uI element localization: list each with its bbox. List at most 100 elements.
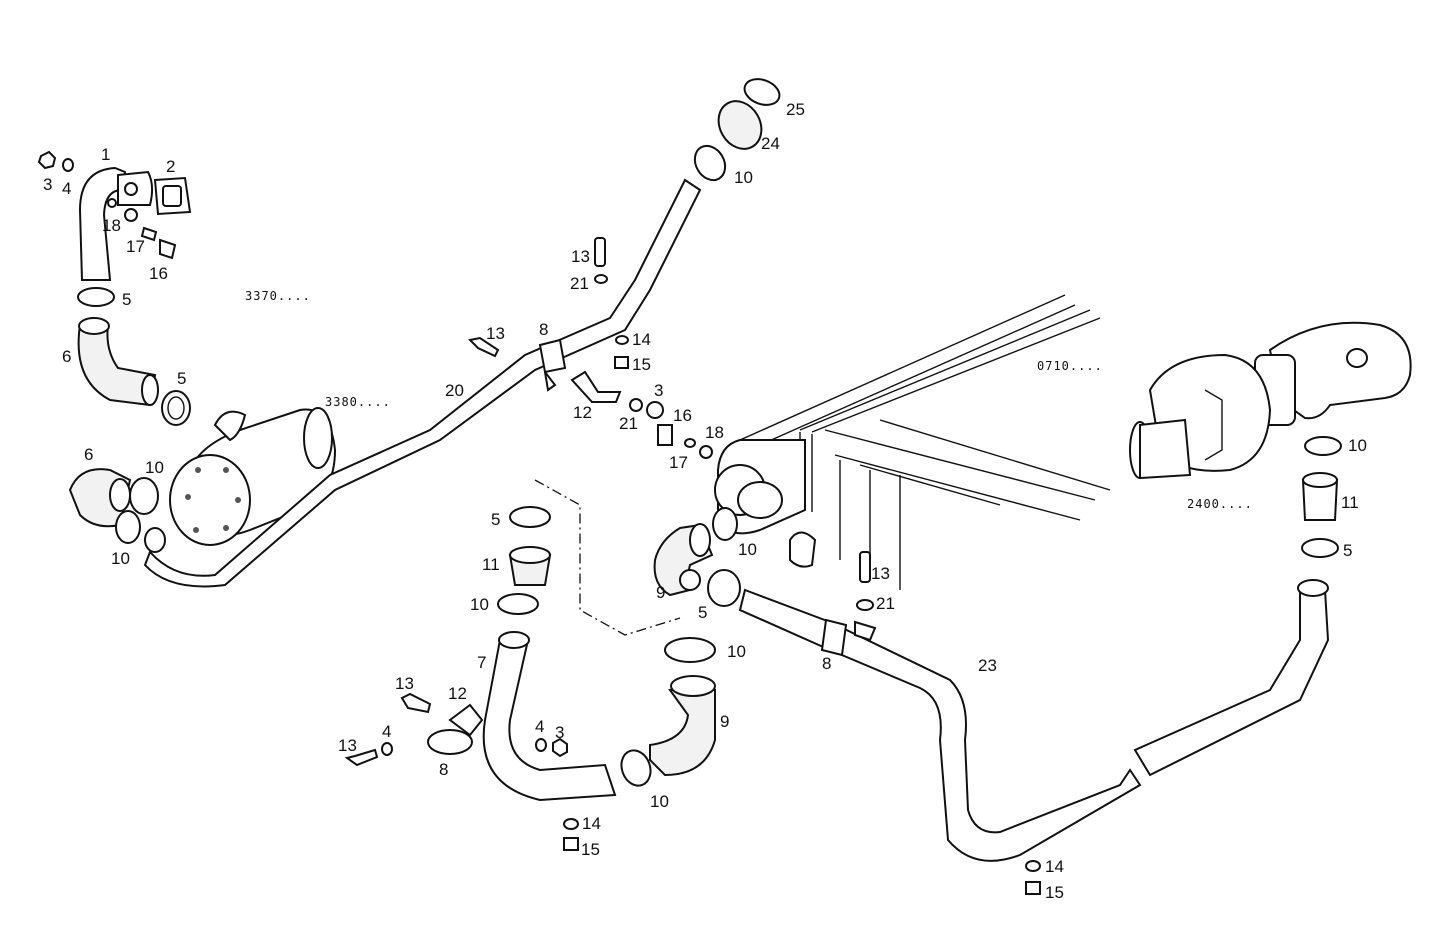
callout-15: 15 (1045, 883, 1064, 902)
dashed-reference-outline (534, 479, 681, 636)
ref-0710: 0710.... (1037, 359, 1103, 373)
callout-3: 3 (654, 381, 663, 400)
hose-elbow-6-lower (68, 468, 132, 528)
callout-6: 6 (62, 347, 71, 366)
clamp-5-left-mid (161, 390, 191, 426)
callout-10: 10 (734, 168, 753, 187)
callout-12: 12 (448, 684, 467, 703)
ref-3370: 3370.... (245, 289, 311, 303)
exhaust-elbow-1 (78, 166, 154, 281)
bracket-8-lower (820, 618, 877, 657)
bolt-13-lower-b (344, 742, 393, 767)
callout-5: 5 (698, 603, 707, 622)
callout-10: 10 (470, 595, 489, 614)
callout-9: 9 (720, 712, 729, 731)
clamps-near-engine (707, 507, 741, 607)
clamp-8-lower (427, 729, 473, 755)
callout-4: 4 (382, 722, 391, 741)
callout-21: 21 (570, 274, 589, 293)
callout-2: 2 (166, 157, 175, 176)
clamp-10-mid (497, 593, 539, 615)
callout-17: 17 (669, 453, 688, 472)
callout-18: 18 (102, 216, 121, 235)
callout-25: 25 (786, 100, 805, 119)
callout-18: 18 (705, 423, 724, 442)
clamp-5-right (1301, 538, 1339, 558)
sleeve-11-mid (508, 546, 552, 586)
callout-1: 1 (101, 145, 110, 164)
callout-4: 4 (62, 179, 71, 198)
bracket-12-mid (570, 370, 622, 403)
flange-gasket-2 (153, 176, 192, 216)
callout-6: 6 (84, 445, 93, 464)
clamp-10-right (1304, 436, 1342, 456)
callout-8: 8 (439, 760, 448, 779)
callout-14: 14 (632, 330, 651, 349)
bolt-13-upper-a (467, 336, 500, 358)
callout-5: 5 (1343, 541, 1352, 560)
callout-11: 11 (482, 555, 500, 574)
nuts-washers-3-4 (37, 150, 74, 172)
hose-elbow-6-upper (77, 317, 159, 407)
callout-5: 5 (491, 510, 500, 529)
callout-4: 4 (535, 717, 544, 736)
callout-10: 10 (1348, 436, 1367, 455)
bracket-8-upper (538, 338, 567, 392)
callout-16: 16 (673, 406, 692, 425)
clamp-10-top (693, 144, 727, 182)
callout-10: 10 (738, 540, 757, 559)
hose-24 (717, 100, 763, 150)
sleeve-11-right (1301, 472, 1339, 521)
callout-11: 11 (1341, 493, 1359, 512)
callout-8: 8 (822, 654, 831, 673)
callout-5: 5 (177, 369, 186, 388)
silencer-drum-right (714, 439, 817, 568)
callout-21: 21 (876, 594, 895, 613)
clamp-25 (743, 78, 781, 106)
callout-14: 14 (1045, 857, 1064, 876)
callout-7: 7 (477, 653, 486, 672)
bolt-13-upper-b (594, 237, 608, 284)
callout-13: 13 (338, 736, 357, 755)
hardware-3-21-16-17-18-mid (629, 398, 713, 459)
callout-10: 10 (650, 792, 669, 811)
engine-block-outline (739, 294, 1111, 590)
clamp-5-left-top (77, 287, 115, 307)
callout-20: 20 (445, 381, 464, 400)
bracket-12-lower (448, 703, 484, 737)
callout-5: 5 (122, 290, 131, 309)
callout-14: 14 (582, 814, 601, 833)
callout-17: 17 (126, 237, 145, 256)
pipe-7 (482, 631, 617, 802)
washers-14-15-lower-b (1025, 860, 1041, 895)
callout-12: 12 (573, 403, 592, 422)
exhaust-pipe-23 (738, 579, 1330, 862)
washers-14-15-mid (614, 335, 629, 369)
callout-10: 10 (145, 458, 164, 477)
callout-15: 15 (632, 355, 651, 374)
callout-10: 10 (111, 549, 130, 568)
callout-13: 13 (395, 674, 414, 693)
muffler-3380 (169, 407, 337, 546)
ref-2400: 2400.... (1187, 497, 1253, 511)
callout-21: 21 (619, 414, 638, 433)
callout-3: 3 (555, 723, 564, 742)
turbocharger (1129, 321, 1412, 480)
callout-8: 8 (539, 320, 548, 339)
clamp-10-lower-a (664, 637, 716, 663)
callout-24: 24 (761, 134, 780, 153)
callout-15: 15 (581, 840, 600, 859)
callout-23: 23 (978, 656, 997, 675)
clamp-10-lower-b (620, 749, 652, 787)
hose-9-lower (649, 675, 716, 777)
callout-3: 3 (43, 175, 52, 194)
hose-9-upper (653, 523, 714, 597)
callout-13: 13 (571, 247, 590, 266)
clamp-5-mid (509, 506, 551, 528)
clamps-10-left (115, 477, 166, 553)
callout-10: 10 (727, 642, 746, 661)
callout-9: 9 (656, 583, 665, 602)
callout-13: 13 (486, 324, 505, 343)
ref-3380: 3380.... (325, 395, 391, 409)
